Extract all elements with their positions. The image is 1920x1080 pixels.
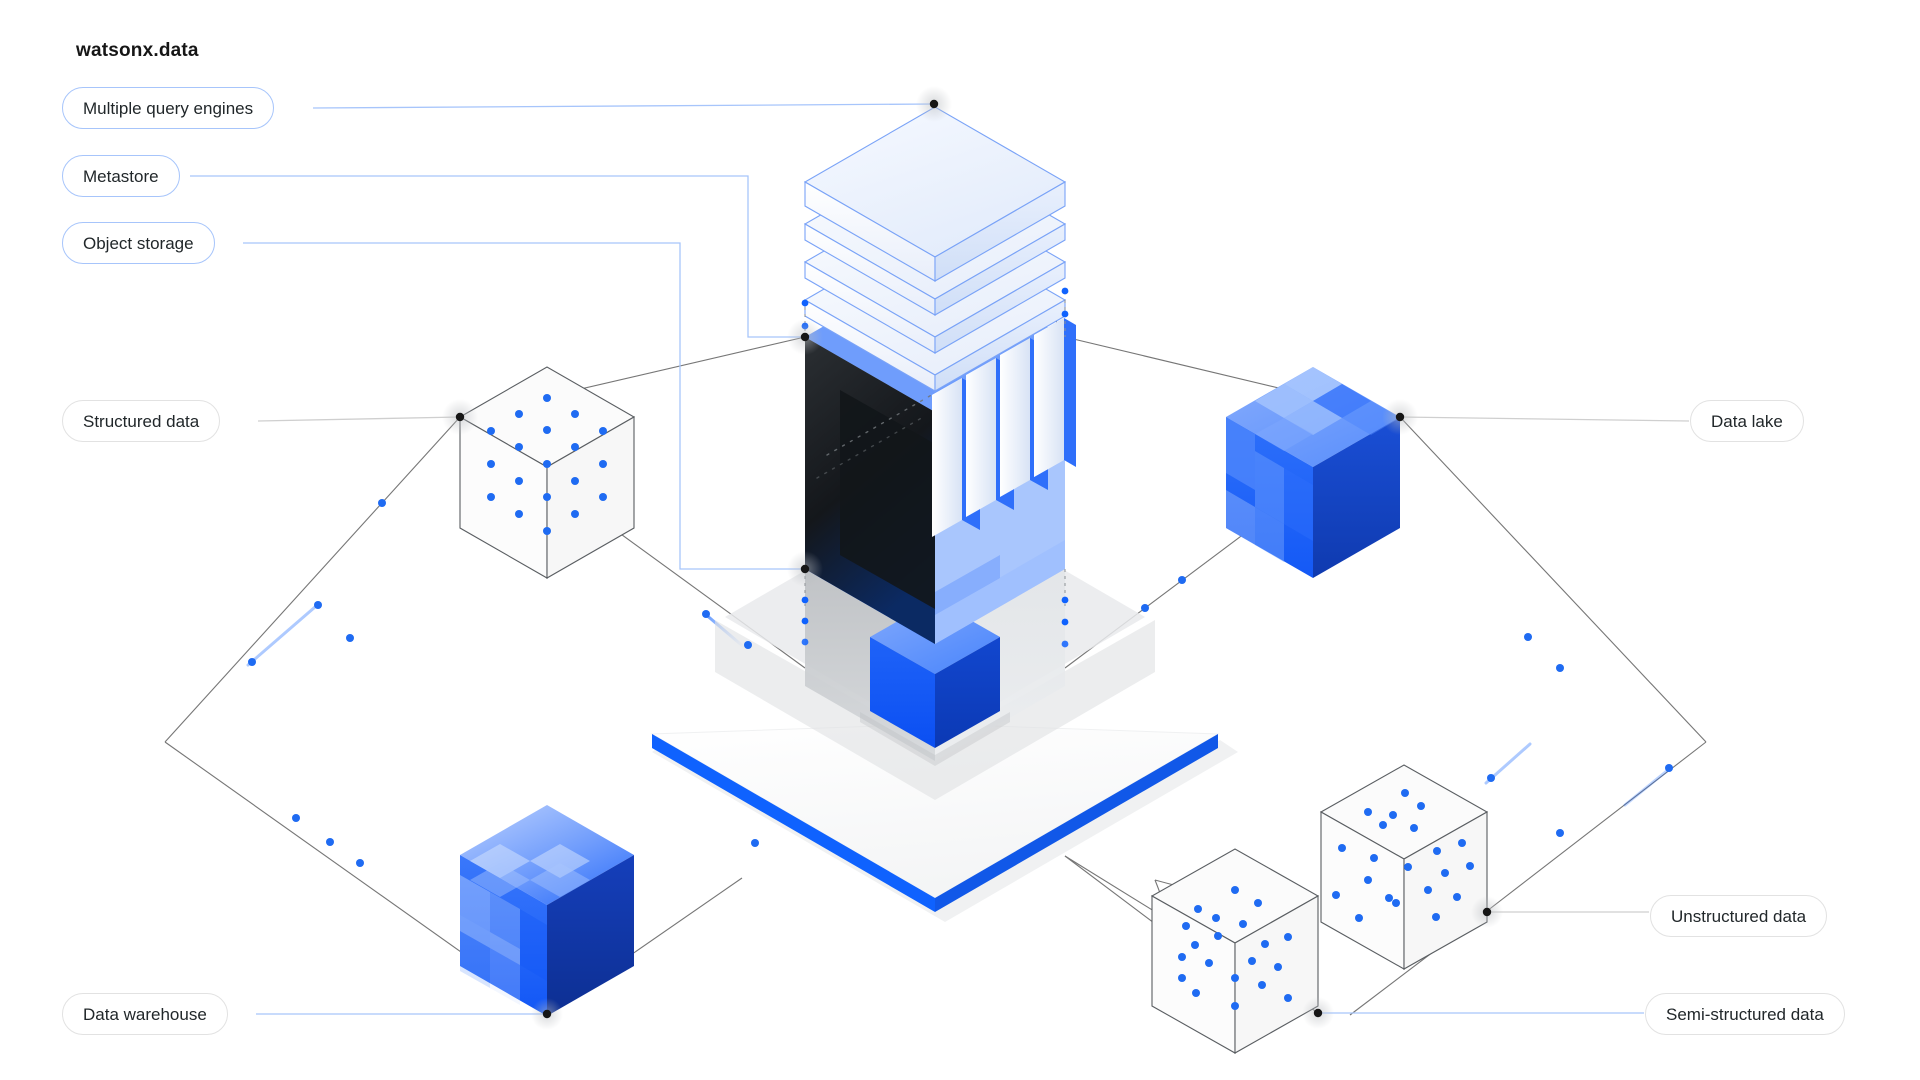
unstructured-data-cube <box>1319 764 1489 970</box>
page-title: watsonx.data <box>76 40 199 61</box>
label-metastore[interactable]: Metastore <box>62 155 180 197</box>
data-warehouse-cube <box>460 805 634 1016</box>
network-flow-particles <box>248 499 1673 867</box>
label-text: Metastore <box>83 166 159 186</box>
label-data-warehouse[interactable]: Data warehouse <box>62 993 228 1035</box>
label-object-storage[interactable]: Object storage <box>62 222 215 264</box>
structured-data-cube <box>458 366 636 579</box>
label-text: Semi-structured data <box>1666 1004 1824 1024</box>
connection-nodes <box>442 86 1503 1030</box>
server-blades <box>932 318 1076 537</box>
label-text: Data warehouse <box>83 1004 207 1024</box>
label-data-lake[interactable]: Data lake <box>1690 400 1804 442</box>
label-text: Structured data <box>83 411 200 431</box>
data-lake-cube <box>1226 367 1400 578</box>
label-multiple-query-engines[interactable]: Multiple query engines <box>62 87 275 129</box>
label-unstructured-data[interactable]: Unstructured data <box>1650 895 1828 937</box>
semi-structured-data-cube <box>1150 848 1320 1054</box>
query-engine-plates <box>803 106 1067 392</box>
label-text: Multiple query engines <box>83 98 254 118</box>
label-leader-lines <box>190 103 1690 1015</box>
label-structured-data[interactable]: Structured data <box>62 400 221 442</box>
label-text: Object storage <box>83 233 194 253</box>
base-platform <box>650 723 1220 912</box>
label-text: Data lake <box>1711 411 1783 431</box>
label-text: Unstructured data <box>1671 906 1807 926</box>
label-semi-structured-data[interactable]: Semi-structured data <box>1645 993 1845 1035</box>
